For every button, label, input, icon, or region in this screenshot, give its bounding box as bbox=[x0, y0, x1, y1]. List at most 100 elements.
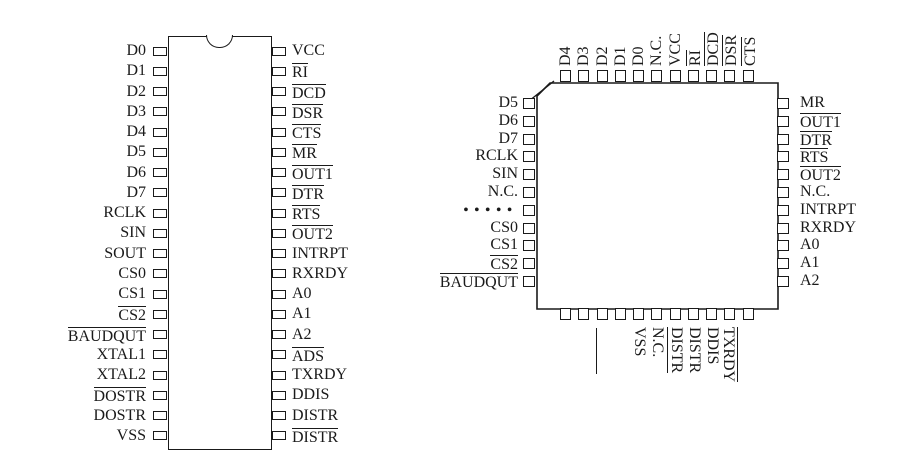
dip-left-pin-label: D2 bbox=[28, 83, 146, 100]
dip-left-pin-label: DOSTR bbox=[28, 387, 146, 405]
pin-label-text: N.C. bbox=[800, 183, 831, 200]
plcc-left-pin bbox=[523, 276, 535, 287]
dip-right-pin-label: MR bbox=[292, 144, 317, 162]
pin-label-text: DDIS bbox=[704, 327, 721, 365]
dip-left-pin bbox=[153, 228, 167, 238]
pin-label-text: VCC bbox=[292, 42, 325, 59]
dip-right-pin-label: INTRPT bbox=[292, 244, 348, 262]
pin-label-text: INTRPT bbox=[292, 244, 348, 262]
plcc-left-pin-label: N.C. bbox=[380, 184, 518, 200]
plcc-left-pin bbox=[523, 187, 535, 198]
pin-label-text: DISTR bbox=[292, 406, 339, 424]
pin-label-text: DSR bbox=[292, 103, 324, 122]
pin-label-text: CS1 bbox=[118, 285, 146, 303]
plcc-right-pin-label: INTRPT bbox=[800, 201, 856, 218]
plcc-left-pin bbox=[523, 169, 535, 181]
dip-right-pin-label: DSR bbox=[292, 103, 324, 122]
plcc-left-pin bbox=[523, 222, 535, 234]
plcc-right-pin bbox=[777, 169, 789, 181]
plcc-top-pin bbox=[669, 70, 681, 82]
dip-right-pin bbox=[272, 249, 286, 259]
dip-right-pin bbox=[272, 350, 286, 360]
dip-left-pin bbox=[153, 350, 167, 360]
dip-left-pin bbox=[153, 208, 167, 218]
plcc-top-pin-label: D2 bbox=[594, 46, 611, 66]
plcc-left-pin-label: CS2 bbox=[380, 255, 518, 273]
dip-left-pin-label: D0 bbox=[28, 43, 146, 59]
pin-label-text: CS1 bbox=[490, 236, 518, 254]
dip-left-pin bbox=[153, 188, 167, 198]
dip-left-pin-label: VSS bbox=[28, 427, 146, 444]
plcc-chamfer-line bbox=[528, 80, 555, 102]
plcc-right-pin bbox=[777, 258, 789, 270]
dip-left-pin-label: XTAL1 bbox=[28, 346, 146, 363]
plcc-bottom-pin-label: VSS bbox=[631, 327, 648, 357]
pin-label-text: D0 bbox=[630, 46, 647, 66]
pin-label-text: RI bbox=[292, 63, 308, 82]
dip-left-pin-label: SIN bbox=[28, 225, 146, 241]
plcc-bottom-pin bbox=[560, 308, 571, 320]
plcc-top-pin bbox=[706, 70, 717, 82]
dip-left-pin bbox=[153, 168, 167, 178]
plcc-right-pin-label: RTS bbox=[800, 148, 829, 166]
pin-label-text: OUT1 bbox=[292, 164, 333, 183]
plcc-top-pin-label: D1 bbox=[612, 46, 629, 66]
plcc-right-pin-label: N.C. bbox=[800, 184, 830, 200]
dip-right-pin-label: CTS bbox=[292, 124, 322, 143]
pin-label-text: CTS bbox=[740, 36, 759, 66]
pin-label-text: BAUDQUT bbox=[67, 326, 146, 345]
plcc-right-pin-label: RXRDY bbox=[800, 218, 857, 236]
plcc-right-pin bbox=[777, 187, 789, 198]
plcc-left-pin bbox=[523, 133, 535, 145]
plcc-right-pin-label: OUT1 bbox=[800, 112, 841, 131]
plcc-right-pin bbox=[777, 133, 789, 145]
pin-label-text: D7 bbox=[498, 129, 518, 147]
dip-right-pin bbox=[272, 228, 286, 238]
dip-left-pin-label: D4 bbox=[28, 124, 146, 140]
dip-right-pin-label: TXRDY bbox=[292, 367, 347, 383]
dip-left-pin bbox=[153, 107, 167, 117]
plcc-left-pin-label: CS0 bbox=[380, 219, 518, 236]
pin-label-text: VSS bbox=[631, 327, 648, 357]
dip-right-pin-label: DDIS bbox=[292, 387, 329, 403]
dip-left-pin bbox=[153, 87, 167, 97]
dip-right-pin bbox=[272, 370, 286, 380]
pin-label-text: A1 bbox=[292, 305, 312, 323]
dip-right-pin-label: A1 bbox=[292, 306, 312, 322]
pin-label-text: DCD bbox=[704, 32, 722, 66]
pin-label-text: D0 bbox=[126, 42, 146, 59]
plcc-top-pin bbox=[633, 70, 644, 82]
dip-right-pin-label: DCD bbox=[292, 83, 326, 102]
plcc-left-pin bbox=[523, 240, 535, 252]
plcc-top-pin-label: D3 bbox=[575, 46, 593, 66]
dip-right-pin bbox=[272, 87, 286, 97]
dip-left-pin bbox=[153, 269, 167, 279]
pin-label-text: D3 bbox=[575, 46, 593, 66]
plcc-top-pin-label: N.C. bbox=[648, 36, 665, 66]
dip-right-pin bbox=[272, 330, 286, 340]
dip-right-pin-label: OUT1 bbox=[292, 164, 333, 183]
plcc-bottom-pin bbox=[706, 308, 717, 320]
dip-right-pin-label: DISTR bbox=[292, 406, 339, 424]
dip-left-pin-label: BAUDQUT bbox=[28, 326, 146, 345]
pin-label-text: BAUDQUT bbox=[439, 273, 518, 291]
plcc-top-pin-label: CTS bbox=[740, 36, 759, 66]
pin-label-text: CTS bbox=[292, 124, 322, 143]
plcc-top-pin bbox=[651, 70, 663, 82]
pin-label-text: DSR bbox=[722, 34, 741, 66]
plcc-bottom-pin bbox=[687, 308, 699, 320]
plcc-left-pin-label: CS1 bbox=[380, 237, 518, 253]
pin-label-text: D5 bbox=[126, 143, 146, 161]
plcc-bottom-pin bbox=[669, 308, 681, 320]
pin-label-text: TXRDY bbox=[292, 366, 348, 384]
plcc-top-pin bbox=[742, 70, 754, 82]
plcc-left-pin bbox=[523, 151, 535, 163]
pin-label-text: DOSTR bbox=[93, 406, 146, 424]
dip-body bbox=[168, 36, 272, 450]
dip-left-pin bbox=[153, 431, 167, 441]
dip-left-pin bbox=[153, 289, 167, 299]
pin-label-text: DISTR bbox=[292, 427, 339, 446]
plcc-right-pin bbox=[777, 98, 789, 109]
pin-label-text: RXRDY bbox=[800, 218, 857, 236]
